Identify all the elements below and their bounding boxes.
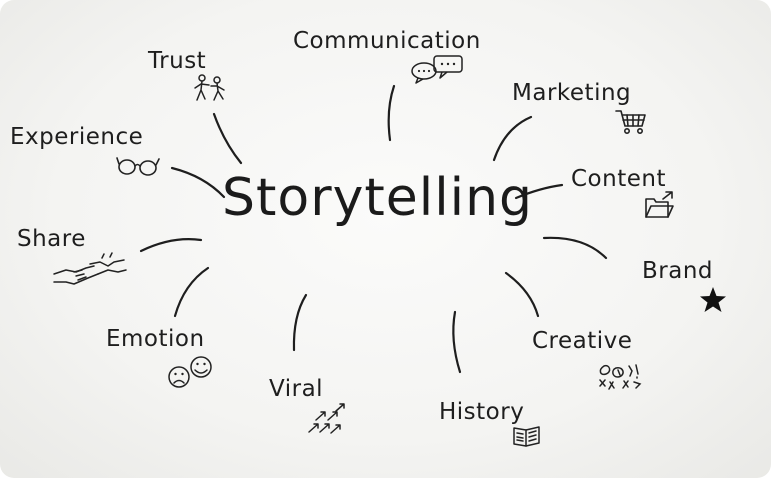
doodles-icon	[599, 364, 642, 390]
glasses-icon	[116, 157, 160, 176]
term-emotion: Emotion	[106, 326, 205, 352]
arrows-icon	[308, 403, 345, 434]
term-content: Content	[571, 166, 666, 192]
connector-marketing	[492, 115, 533, 162]
connector-trust	[212, 112, 243, 165]
connector-content	[514, 183, 564, 200]
connector-emotion	[173, 266, 210, 318]
term-viral: Viral	[269, 376, 324, 402]
faces-icon	[168, 356, 212, 388]
connector-experience	[170, 166, 226, 199]
central-topic: Storytelling	[222, 168, 534, 228]
folder-icon	[645, 191, 674, 218]
star-icon	[700, 287, 726, 312]
speech-bubbles-icon	[411, 55, 463, 84]
people-icon	[194, 74, 225, 101]
term-share: Share	[17, 226, 86, 252]
connector-viral	[292, 293, 308, 352]
term-creative: Creative	[532, 328, 633, 354]
term-history: History	[439, 399, 525, 425]
term-marketing: Marketing	[512, 80, 632, 106]
connector-communication	[387, 84, 396, 142]
handshake-icon	[53, 252, 127, 285]
connector-history	[452, 310, 462, 374]
connector-creative	[504, 271, 540, 318]
book-icon	[513, 426, 540, 447]
connector-share	[139, 238, 203, 253]
term-brand: Brand	[642, 258, 714, 284]
term-experience: Experience	[10, 124, 144, 150]
connector-brand	[542, 236, 608, 260]
term-communication: Communication	[293, 28, 481, 54]
shopping-cart-icon	[615, 110, 646, 134]
term-trust: Trust	[148, 48, 207, 74]
